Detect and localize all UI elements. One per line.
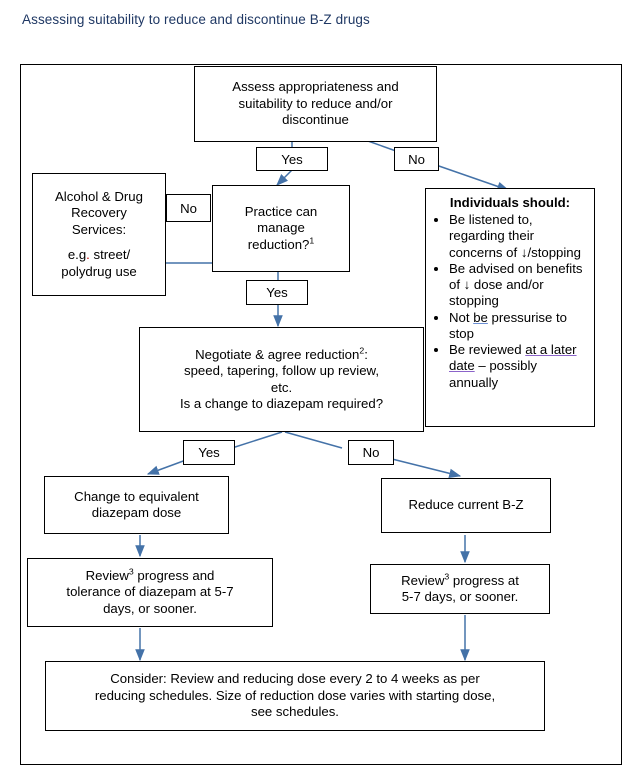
- decision-label-practice-yes-text: Yes: [266, 285, 288, 300]
- node-ards-line3: Services:: [71, 221, 127, 237]
- node-review-left-line1: Review3 progress and: [85, 566, 215, 584]
- node-practice-manage-reduction[interactable]: Practice can manage reduction?1: [212, 185, 350, 272]
- node-ards-line4-a: e.g: [67, 247, 87, 263]
- node-consider-line3: see schedules.: [251, 704, 339, 720]
- bullet-1-line2: regarding their: [449, 228, 535, 244]
- node-ards-line2: Recovery: [71, 205, 127, 221]
- bullet-4-pre: Be reviewed: [449, 342, 526, 358]
- node-negotiate-line4: Is a change to diazepam required?: [179, 395, 384, 411]
- node-negotiate-line1-a: Negotiate & agree reduction: [195, 346, 360, 362]
- node-review-left-line1-b: progress and: [133, 567, 215, 583]
- node-ards-line5: polydrug use: [61, 263, 137, 279]
- bullet-1-line4: ↓/stopping: [520, 244, 581, 260]
- node-review-left-line3: days, or sooner.: [103, 600, 197, 616]
- node-reduce-current-bz[interactable]: Reduce current B-Z: [381, 478, 551, 533]
- decision-label-negotiate-no[interactable]: No: [348, 440, 394, 465]
- node-negotiate-line1-b: :: [364, 346, 368, 362]
- individuals-bullet-list: Be listened to, regarding their concerns…: [432, 212, 588, 391]
- node-assess-line3: discontinue: [282, 112, 349, 128]
- list-item: Not be pressurise to stop: [449, 310, 588, 342]
- node-review-left-line1-a: Review: [85, 567, 129, 583]
- list-item: Be listened to, regarding their concerns…: [449, 212, 588, 261]
- node-review-right-line1: Review3 progress at: [401, 571, 519, 589]
- node-ards-line4-b: .: [86, 247, 90, 263]
- node-ards-line4: e.g. street/: [68, 247, 130, 263]
- node-negotiate-line2: speed, tapering, follow up review,: [184, 363, 379, 379]
- node-change-line1: Change to equivalent: [74, 488, 199, 504]
- node-ards-line4-c: street/: [89, 247, 131, 263]
- node-consider-review-schedules[interactable]: Consider: Review and reducing dose every…: [45, 661, 545, 731]
- node-individuals-should[interactable]: Individuals should: Be listened to, rega…: [425, 188, 595, 427]
- decision-label-negotiate-yes-text: Yes: [198, 445, 220, 460]
- node-review-right-line2: 5-7 days, or sooner.: [401, 589, 519, 604]
- node-review-left-line2: tolerance of diazepam at 5-7: [66, 584, 234, 600]
- decision-label-practice-no[interactable]: No: [166, 194, 211, 222]
- node-review-right-line1-b: progress at: [449, 572, 519, 588]
- bullet-2-line2: benefits of ↓ dose: [449, 260, 583, 293]
- bullet-3-pre: Not: [449, 309, 474, 325]
- bullet-1-line3: concerns of: [449, 244, 518, 260]
- bullet-2-line3: and/or stopping: [449, 277, 544, 309]
- node-consider-line1: Consider: Review and reducing dose every…: [110, 671, 480, 687]
- page-title: Assessing suitability to reduce and disc…: [22, 12, 370, 27]
- footnote-marker-3b: 3: [444, 571, 450, 582]
- footnote-marker-3: 3: [128, 566, 134, 577]
- node-consider-line2: reducing schedules. Size of reduction do…: [94, 687, 496, 703]
- decision-label-assess-yes[interactable]: Yes: [256, 147, 328, 171]
- decision-label-negotiate-yes[interactable]: Yes: [183, 440, 235, 465]
- node-assess-line1: Assess appropriateness and: [232, 79, 399, 95]
- bullet-1-line1: Be listened to,: [449, 212, 533, 228]
- footnote-marker-1: 1: [309, 235, 315, 246]
- decision-label-assess-no[interactable]: No: [394, 147, 439, 171]
- bullet-3-underlined: be: [473, 309, 488, 325]
- flowchart-frame: [20, 64, 622, 765]
- node-review-right-line1-a: Review: [401, 572, 445, 588]
- bullet-4-underlined: at a later date: [449, 342, 577, 374]
- node-review-left[interactable]: Review3 progress and tolerance of diazep…: [27, 558, 273, 627]
- node-assess[interactable]: Assess appropriateness and suitability t…: [194, 66, 437, 142]
- node-alcohol-drug-recovery-services[interactable]: Alcohol & Drug Recovery Services: e.g. s…: [32, 173, 166, 296]
- bullet-2-line1: Be advised on: [449, 260, 533, 276]
- node-assess-line2: suitability to reduce and/or: [238, 95, 393, 111]
- node-individuals-header: Individuals should:: [449, 195, 571, 210]
- decision-label-practice-no-text: No: [180, 200, 197, 216]
- bullet-3-post: pressurise to stop: [449, 309, 568, 341]
- decision-label-assess-no-text: No: [408, 151, 425, 167]
- footnote-marker-2: 2: [359, 345, 365, 356]
- node-practice-line1: Practice can: [244, 203, 318, 219]
- list-item: Be advised on benefits of ↓ dose and/or …: [449, 261, 588, 310]
- node-change-line2: diazepam dose: [91, 505, 182, 520]
- node-practice-line3: reduction?1: [247, 235, 315, 253]
- node-ards-line1: Alcohol & Drug: [55, 189, 143, 205]
- decision-label-negotiate-no-text: No: [362, 445, 380, 460]
- node-practice-line2: manage: [257, 220, 305, 236]
- decision-label-assess-yes-text: Yes: [281, 151, 303, 167]
- list-item: Be reviewed at a later date – possibly a…: [449, 342, 588, 391]
- node-negotiate-line1: Negotiate & agree reduction2:: [195, 345, 368, 363]
- node-negotiate-agree-reduction[interactable]: Negotiate & agree reduction2: speed, tap…: [139, 327, 424, 432]
- node-review-right[interactable]: Review3 progress at 5-7 days, or sooner.: [370, 564, 550, 614]
- node-negotiate-line3: etc.: [270, 379, 293, 395]
- bullet-4-post: – possibly annually: [449, 358, 537, 390]
- node-reduce-line1: Reduce current B-Z: [408, 497, 524, 513]
- decision-label-practice-yes[interactable]: Yes: [246, 280, 308, 305]
- node-change-to-diazepam[interactable]: Change to equivalent diazepam dose: [44, 476, 229, 534]
- node-practice-line3-text: reduction?: [247, 236, 310, 252]
